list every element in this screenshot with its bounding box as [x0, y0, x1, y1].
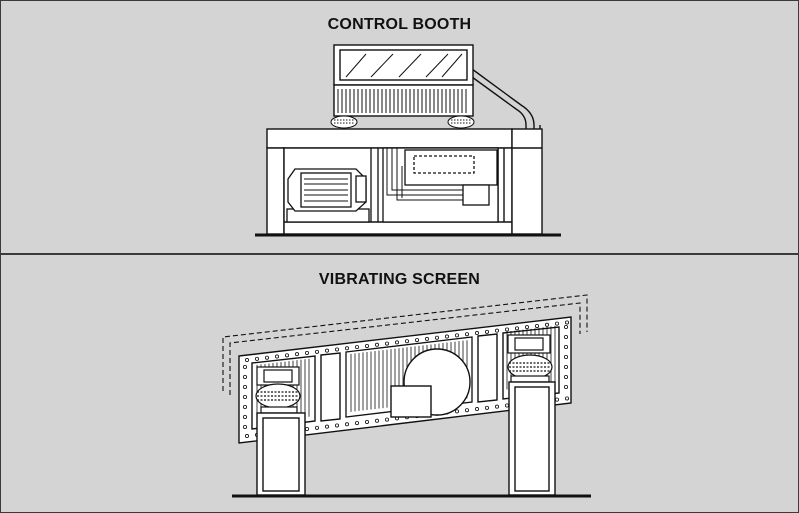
motion-envelope: [222, 294, 588, 395]
deck-inner-panel: [345, 336, 473, 418]
left-spring-mount: [255, 366, 301, 414]
drive-motor: [390, 385, 432, 418]
vibrating-screen-title: VIBRATING SCREEN: [318, 271, 481, 288]
cab-ribs: [337, 89, 467, 113]
electrical-cabinet: [370, 147, 499, 223]
right-pedestal: [508, 381, 556, 496]
vibrating-screen-panel: VIBRATING SCREEN: [0, 254, 799, 513]
control-booth-title: CONTROL BOOTH: [327, 16, 472, 33]
vibrating-screen-illustration: [222, 294, 591, 498]
right-spring-mount: [507, 334, 553, 383]
isolation-mounts: [330, 115, 475, 129]
motor-unit: [286, 168, 370, 223]
control-booth-panel: CONTROL BOOTH: [0, 0, 799, 254]
left-pedestal: [256, 412, 306, 496]
rivet-rows: [242, 320, 570, 439]
booth-cab: [333, 44, 474, 117]
control-booth-illustration: [255, 44, 561, 237]
